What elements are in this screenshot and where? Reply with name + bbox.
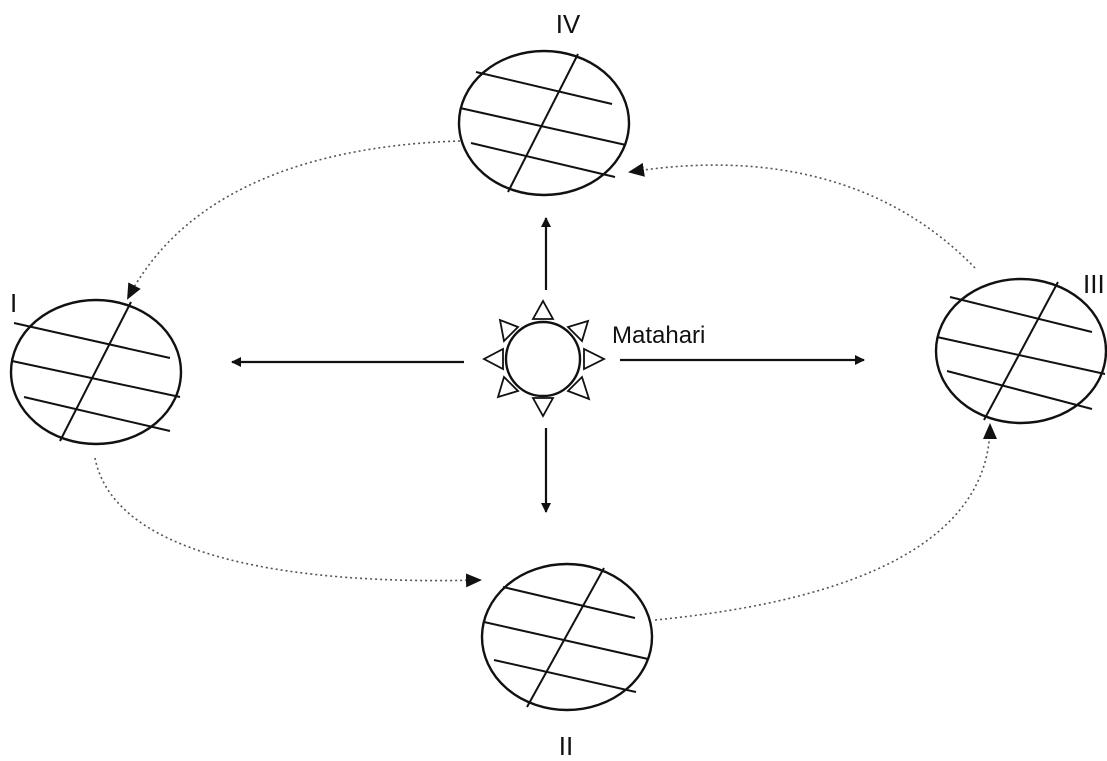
sun-point-nw xyxy=(498,318,520,343)
earth-IV-axis xyxy=(507,53,579,193)
sun-point-s xyxy=(531,397,555,418)
earth-I-latitude-3 xyxy=(23,396,171,432)
sun-point-n xyxy=(531,299,555,320)
orbit-path xyxy=(94,140,997,621)
earth-II-latitude-3 xyxy=(493,659,637,693)
earth-I-latitude-1 xyxy=(13,322,171,359)
sun-body xyxy=(504,320,582,398)
orbit-segment-iv-to-i xyxy=(127,140,461,300)
sun-point-ne xyxy=(566,319,590,343)
earth-III-latitude-1 xyxy=(949,296,1093,333)
position-label-I: I xyxy=(10,288,17,318)
earth-I-axis xyxy=(59,301,132,442)
earth-III-latitude-2 xyxy=(936,336,1106,375)
earth-III xyxy=(934,277,1107,425)
sun-label: Matahari xyxy=(612,322,705,349)
position-label-II: II xyxy=(559,731,573,761)
earth-II-outline xyxy=(480,562,654,712)
position-label-III: III xyxy=(1083,269,1105,299)
sun-point-e xyxy=(583,347,607,371)
earth-II-latitude-1 xyxy=(502,586,636,619)
earth-II-axis xyxy=(526,567,605,708)
earth-IV xyxy=(457,49,631,197)
orbit-segment-iii-to-iv xyxy=(628,162,976,269)
earth-III-axis xyxy=(983,281,1059,421)
sun-point-sw xyxy=(496,375,520,399)
orbit-segment-i-to-ii xyxy=(94,457,482,588)
earth-III-latitude-3 xyxy=(946,370,1093,410)
earth-II-latitude-2 xyxy=(483,621,649,660)
orbit-segment-ii-to-iii xyxy=(654,423,997,621)
sun-icon xyxy=(482,299,607,418)
earth-II xyxy=(480,562,654,712)
sun-rays xyxy=(231,217,865,513)
earth-IV-latitude-2 xyxy=(459,107,627,146)
sun-point-se xyxy=(566,375,591,401)
earth-I xyxy=(9,298,183,446)
earth-IV-latitude-3 xyxy=(470,142,616,178)
earth-IV-latitude-1 xyxy=(475,71,613,105)
sun-point-w xyxy=(482,347,504,371)
earth-I-latitude-2 xyxy=(11,360,181,398)
position-label-IV: IV xyxy=(556,9,581,39)
